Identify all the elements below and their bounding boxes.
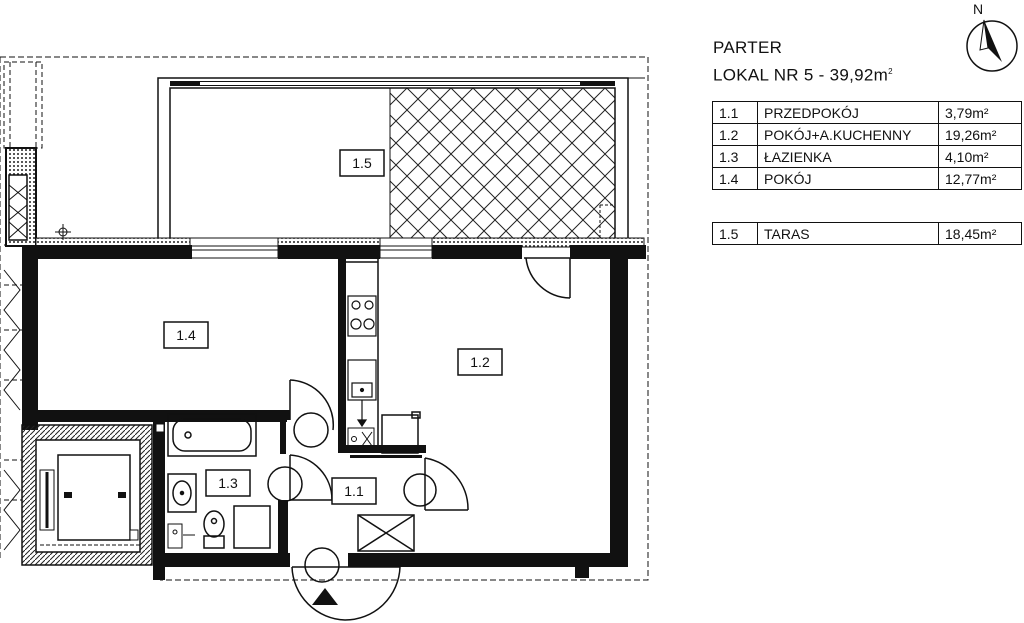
svg-text:1.3: 1.3	[218, 475, 238, 491]
drain-icon	[155, 423, 165, 433]
door-terrace	[524, 257, 571, 299]
terrace-area-table: 1.5 TARAS 18,45m²	[712, 222, 1022, 245]
fridge-icon	[381, 411, 421, 454]
room-area-table: 1.1 PRZEDPOKÓJ 3,79m² 1.2 POKÓJ+A.KUCHEN…	[712, 101, 1022, 190]
wardrobe-icon	[357, 514, 415, 552]
table-row: 1.4 POKÓJ 12,77m²	[712, 167, 1022, 190]
svg-text:N: N	[973, 1, 983, 17]
svg-text:1.2: 1.2	[470, 354, 490, 370]
floor-plan: 1.5 1.4 1.2 1.3 1.1	[0, 56, 649, 621]
sink-icon	[347, 359, 377, 428]
room-label-13: 1.3	[205, 469, 251, 497]
table-row: 1.1 PRZEDPOKÓJ 3,79m²	[712, 101, 1022, 124]
table-row: 1.5 TARAS 18,45m²	[712, 222, 1022, 245]
terrace-area	[157, 77, 645, 240]
bathtub-icon	[167, 413, 257, 457]
room-label-15: 1.5	[339, 149, 385, 177]
marker-icon	[55, 224, 71, 240]
table-row: 1.3 ŁAZIENKA 4,10m²	[712, 145, 1022, 168]
bathroom-outlet-icon	[167, 523, 195, 549]
svg-text:1.4: 1.4	[176, 327, 196, 343]
left-window-frame	[8, 174, 28, 241]
room-label-12: 1.2	[457, 348, 503, 376]
door-bathroom-upper	[289, 379, 335, 448]
svg-text:1.1: 1.1	[344, 483, 364, 499]
cooktop-icon	[347, 295, 377, 337]
door-room-12	[403, 457, 469, 511]
entrance-door	[291, 547, 401, 621]
shaft-block	[21, 424, 153, 566]
entrance-arrow-icon	[312, 588, 338, 605]
left-facade-zigzag	[3, 269, 21, 551]
compass-icon: N	[966, 1, 1018, 72]
toilet-icon	[203, 510, 225, 549]
room-label-11: 1.1	[331, 477, 377, 505]
kitchen-outlet-icon	[347, 427, 375, 451]
title-block: PARTER LOKAL NR 5 - 39,92m2	[713, 36, 893, 88]
property-boundary	[0, 56, 649, 581]
bathroom-cabinet	[233, 505, 271, 549]
door-bathroom	[267, 454, 333, 502]
room-label-14: 1.4	[163, 321, 209, 349]
unit-title: LOKAL NR 5 - 39,92m2	[713, 65, 893, 85]
top-windows	[189, 237, 433, 259]
floor-title: PARTER	[713, 38, 783, 57]
table-row: 1.2 POKÓJ+A.KUCHENNY 19,26m²	[712, 123, 1022, 146]
washbasin-icon	[167, 473, 197, 513]
kitchen-counter	[346, 258, 379, 445]
svg-text:1.5: 1.5	[352, 155, 372, 171]
